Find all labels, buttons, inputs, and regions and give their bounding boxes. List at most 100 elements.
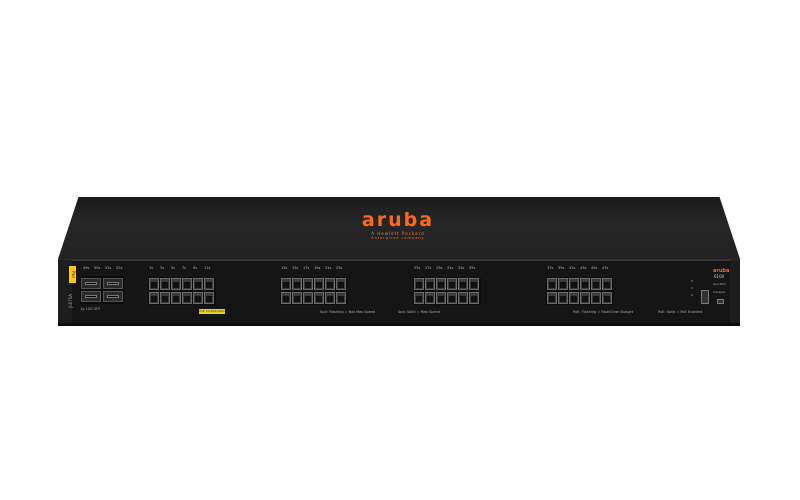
sfp-port[interactable] bbox=[81, 291, 101, 302]
rj45-port[interactable] bbox=[281, 292, 291, 304]
rj45-port[interactable] bbox=[204, 292, 214, 304]
port-number: 9s bbox=[193, 266, 198, 270]
rj45-port[interactable] bbox=[325, 278, 335, 290]
rj45-port[interactable] bbox=[425, 292, 435, 304]
console-port[interactable] bbox=[717, 299, 724, 304]
sfp-label: 51s bbox=[105, 266, 112, 270]
front-edge bbox=[58, 260, 740, 261]
switch-top-panel: aruba A Hewlett Packard Enterprise compa… bbox=[58, 197, 740, 259]
rj45-port[interactable] bbox=[281, 278, 291, 290]
rj45-port[interactable] bbox=[160, 278, 170, 290]
rj45-port[interactable] bbox=[580, 292, 590, 304]
rj45-port[interactable] bbox=[292, 278, 302, 290]
port-number: 15s bbox=[292, 266, 299, 270]
sfp-label: 50s bbox=[94, 266, 101, 270]
port-number: 7s bbox=[182, 266, 187, 270]
led-legend-4: PoE: Solid = PoE Enabled bbox=[658, 310, 702, 314]
rj45-port[interactable] bbox=[314, 292, 324, 304]
rj45-port[interactable] bbox=[325, 292, 335, 304]
rj45-port[interactable] bbox=[303, 292, 313, 304]
rj45-port[interactable] bbox=[569, 292, 579, 304]
rj45-port[interactable] bbox=[591, 292, 601, 304]
rj45-port[interactable] bbox=[447, 278, 457, 290]
console-label: Console bbox=[713, 290, 725, 294]
rj45-port[interactable] bbox=[182, 292, 192, 304]
logo-subtitle-1: A Hewlett Packard bbox=[371, 231, 425, 236]
rj45-port[interactable] bbox=[447, 292, 457, 304]
rj45-port[interactable] bbox=[469, 278, 479, 290]
port-number: 29s bbox=[436, 266, 443, 270]
rj45-port[interactable] bbox=[336, 278, 346, 290]
rj45-port[interactable] bbox=[469, 292, 479, 304]
status-led bbox=[691, 280, 693, 282]
model-number: 6100 bbox=[714, 274, 725, 279]
rj45-port[interactable] bbox=[160, 292, 170, 304]
rj45-port[interactable] bbox=[602, 292, 612, 304]
left-rack-ear bbox=[58, 260, 72, 326]
port-group bbox=[280, 277, 348, 305]
rj45-port[interactable] bbox=[602, 278, 612, 290]
rj45-port[interactable] bbox=[458, 278, 468, 290]
sfp-label: 52s bbox=[116, 266, 123, 270]
port-number: 5s bbox=[171, 266, 176, 270]
rj45-port[interactable] bbox=[204, 278, 214, 290]
rj45-port[interactable] bbox=[414, 292, 424, 304]
rj45-port[interactable] bbox=[149, 278, 159, 290]
rj45-port[interactable] bbox=[458, 292, 468, 304]
port-number: 25s bbox=[414, 266, 421, 270]
sfp-port[interactable] bbox=[103, 291, 123, 302]
rj45-port[interactable] bbox=[171, 278, 181, 290]
rj45-port[interactable] bbox=[193, 278, 203, 290]
rj45-port[interactable] bbox=[171, 292, 181, 304]
rj45-port[interactable] bbox=[414, 278, 424, 290]
rj45-port[interactable] bbox=[558, 278, 568, 290]
status-led bbox=[691, 287, 693, 289]
rj45-port[interactable] bbox=[303, 278, 313, 290]
logo-text: aruba bbox=[361, 209, 435, 231]
model-tag: JL675A bbox=[68, 294, 73, 308]
model-brand: aruba bbox=[713, 268, 730, 274]
sfp-caption: 1g 10G SFP bbox=[80, 307, 101, 311]
sfp-port[interactable] bbox=[81, 278, 101, 289]
usb-port[interactable] bbox=[701, 290, 709, 304]
rj45-port[interactable] bbox=[569, 278, 579, 290]
rj45-port[interactable] bbox=[547, 292, 557, 304]
led-legend-1: Spd: Flashing = Not Max Speed bbox=[320, 310, 376, 314]
rj45-port[interactable] bbox=[336, 292, 346, 304]
port-number: 19s bbox=[314, 266, 321, 270]
rj45-port[interactable] bbox=[558, 292, 568, 304]
status-leds bbox=[691, 280, 693, 301]
rj45-port[interactable] bbox=[425, 278, 435, 290]
switch-front-panel: Pwr JL675A 49s 50s 51s 52s 1g 10G SFP 1s… bbox=[58, 259, 740, 326]
port-number: 33s bbox=[458, 266, 465, 270]
port-number: 47s bbox=[602, 266, 609, 270]
port-group bbox=[148, 277, 216, 305]
port-number: 21s bbox=[325, 266, 332, 270]
rj45-port[interactable] bbox=[193, 292, 203, 304]
network-switch: aruba A Hewlett Packard Enterprise compa… bbox=[58, 197, 740, 326]
rj45-port[interactable] bbox=[436, 278, 446, 290]
port-number: 45s bbox=[591, 266, 598, 270]
rj45-port[interactable] bbox=[149, 292, 159, 304]
led-legend-3: PoE: Flashing = Fault/Over Budget bbox=[573, 310, 634, 314]
port-number: 39s bbox=[558, 266, 565, 270]
port-number: 23s bbox=[336, 266, 343, 270]
rj45-port[interactable] bbox=[292, 292, 302, 304]
rj45-port[interactable] bbox=[436, 292, 446, 304]
rj45-port[interactable] bbox=[182, 278, 192, 290]
status-led bbox=[691, 294, 693, 296]
rj45-port[interactable] bbox=[591, 278, 601, 290]
rj45-port[interactable] bbox=[580, 278, 590, 290]
sfp-port-block bbox=[80, 276, 124, 304]
rj45-port[interactable] bbox=[314, 278, 324, 290]
port-number: 27s bbox=[425, 266, 432, 270]
port-number: 35s bbox=[469, 266, 476, 270]
sfp-port[interactable] bbox=[103, 278, 123, 289]
port-number: 31s bbox=[447, 266, 454, 270]
rj45-port[interactable] bbox=[547, 278, 557, 290]
port-number: 13s bbox=[281, 266, 288, 270]
bottom-edge bbox=[58, 323, 740, 326]
port-number: 17s bbox=[303, 266, 310, 270]
port-number: 37s bbox=[547, 266, 554, 270]
port-number: 43s bbox=[580, 266, 587, 270]
